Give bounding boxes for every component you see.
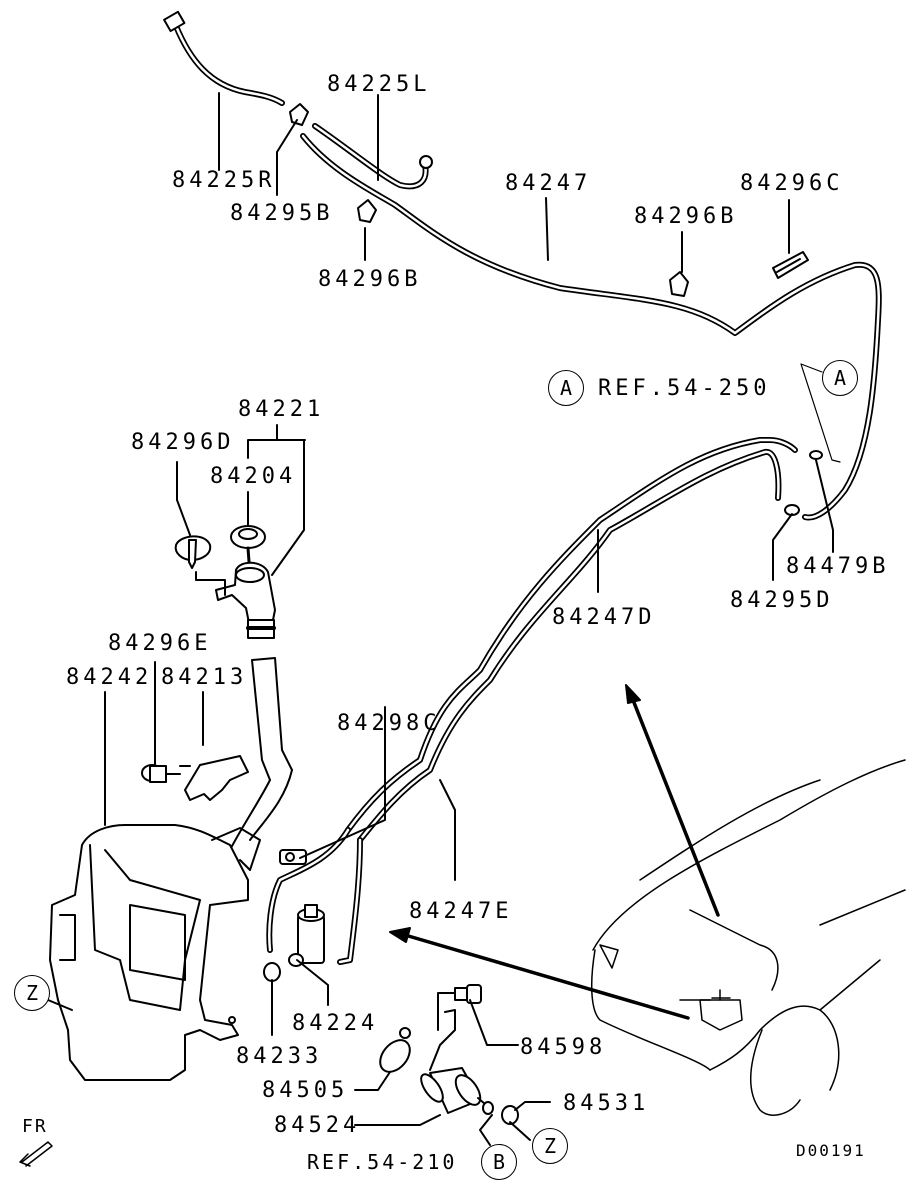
part-label-84298C[interactable]: 84298C [337, 711, 441, 736]
clip-84296B-right [669, 271, 689, 297]
pump-84224 [288, 904, 325, 967]
part-label-84531[interactable]: 84531 [563, 1091, 650, 1116]
clip-84296C [772, 251, 809, 279]
diagram-code: D00191 [796, 1141, 866, 1160]
part-label-84213[interactable]: 84213 [161, 665, 248, 690]
part-label-84233[interactable]: 84233 [236, 1044, 323, 1069]
marker-z-left: Z [14, 975, 50, 1011]
part-label-84296B-left[interactable]: 84296B [318, 267, 422, 292]
joint-84298C [279, 849, 307, 865]
callout-arrows [389, 684, 720, 1020]
pump-harness [429, 1009, 456, 1071]
ref-marker-a: A [548, 370, 584, 406]
part-label-84295D[interactable]: 84295D [730, 588, 834, 613]
detail-marker-a: A [822, 360, 858, 396]
part-label-84225L[interactable]: 84225L [327, 72, 431, 97]
pump-84524 [420, 1067, 494, 1115]
part-label-84247D[interactable]: 84247D [552, 605, 656, 630]
marker-z-bottom: Z [532, 1128, 568, 1164]
part-label-84242[interactable]: 84242 [66, 665, 153, 690]
part-label-84247[interactable]: 84247 [505, 171, 592, 196]
ref-text-b[interactable]: REF.54-210 [307, 1150, 458, 1174]
part-label-84296B-right[interactable]: 84296B [634, 204, 738, 229]
hose-84225L [312, 123, 433, 190]
bracket-84213 [184, 755, 249, 801]
front-direction-arrow [19, 1141, 53, 1167]
joint-84295B [289, 103, 309, 126]
tank-84242 [49, 824, 261, 1081]
part-label-84204[interactable]: 84204 [210, 464, 297, 489]
part-label-84296E[interactable]: 84296E [108, 631, 212, 656]
hose-84247D [266, 437, 798, 965]
part-label-84296D[interactable]: 84296D [131, 430, 235, 455]
part-label-84598[interactable]: 84598 [520, 1035, 607, 1060]
part-label-84224[interactable]: 84224 [292, 1011, 379, 1036]
joint-84479B [809, 450, 823, 460]
part-label-84296C[interactable]: 84296C [740, 171, 844, 196]
front-direction-label: FR [22, 1116, 48, 1137]
grommet-84233 [263, 962, 281, 982]
leader-lines [47, 92, 834, 1146]
band-84505 [379, 1027, 411, 1073]
grommet-84531 [501, 1105, 519, 1125]
part-label-84295B[interactable]: 84295B [230, 201, 334, 226]
clip-84296E [141, 764, 191, 783]
ref-text-a[interactable]: REF.54-250 [598, 376, 771, 401]
clip-84296D [174, 535, 226, 596]
part-label-84524[interactable]: 84524 [274, 1113, 361, 1138]
detail-a-pointer [800, 363, 841, 463]
ref-marker-b: B [481, 1144, 517, 1180]
clip-84296B-left [357, 199, 377, 223]
bolt-84598 [437, 984, 482, 1031]
part-label-84221[interactable]: 84221 [238, 397, 325, 422]
part-label-84505[interactable]: 84505 [262, 1078, 349, 1103]
vehicle-outline [590, 759, 906, 1116]
part-label-84247E[interactable]: 84247E [409, 899, 513, 924]
hose-84247 [300, 133, 882, 521]
part-label-84479B[interactable]: 84479B [786, 554, 890, 579]
hose-84225R [163, 10, 285, 106]
part-label-84225R[interactable]: 84225R [172, 168, 276, 193]
